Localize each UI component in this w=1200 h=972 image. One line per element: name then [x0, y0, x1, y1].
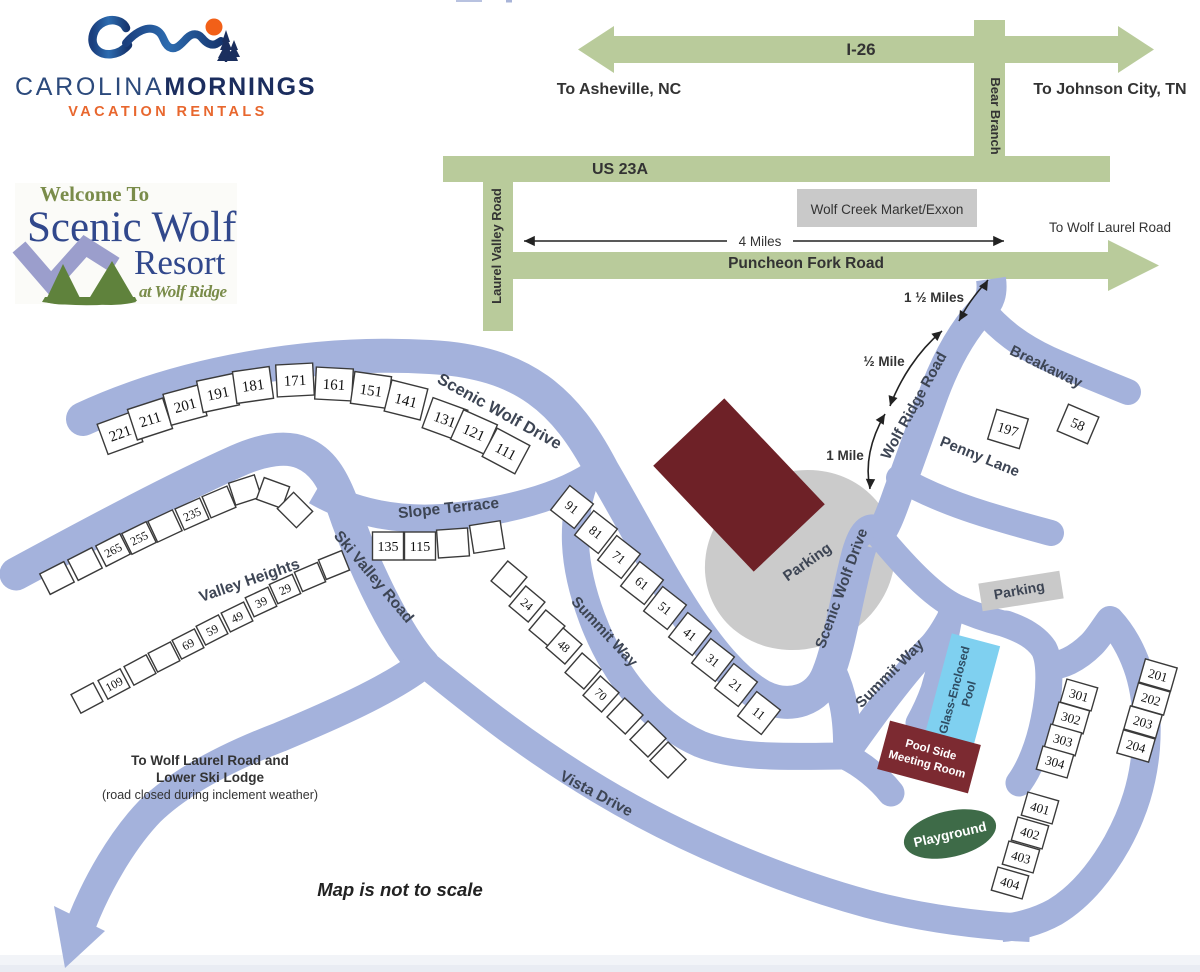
svg-text:58: 58	[1068, 416, 1087, 435]
svg-text:To Asheville, NC: To Asheville, NC	[557, 81, 682, 98]
svg-text:Puncheon Fork Road: Puncheon Fork Road	[728, 255, 884, 272]
svg-text:171: 171	[283, 373, 306, 390]
svg-text:Bear Branch: Bear Branch	[988, 77, 1003, 154]
svg-text:135: 135	[378, 540, 399, 555]
svg-text:402: 402	[1019, 823, 1042, 843]
svg-text:Wolf Creek Market/Exxon: Wolf Creek Market/Exxon	[811, 202, 964, 217]
svg-text:29: 29	[277, 580, 294, 598]
svg-text:201: 201	[172, 396, 198, 417]
svg-text:235: 235	[181, 504, 203, 524]
svg-text:Scenic Wolf: Scenic Wolf	[27, 204, 237, 251]
svg-text:4 Miles: 4 Miles	[739, 234, 782, 249]
svg-text:Pool: Pool	[959, 679, 979, 708]
svg-text:Welcome To: Welcome To	[40, 182, 149, 206]
svg-text:221: 221	[107, 423, 134, 446]
svg-text:301: 301	[1068, 685, 1091, 705]
svg-text:(road closed during inclement: (road closed during inclement weather)	[102, 788, 318, 802]
svg-text:201: 201	[1147, 665, 1170, 685]
svg-text:304: 304	[1044, 752, 1067, 772]
svg-text:69: 69	[180, 635, 197, 653]
svg-text:1 ½ Miles: 1 ½ Miles	[904, 290, 964, 305]
svg-text:202: 202	[1140, 689, 1163, 709]
svg-text:141: 141	[393, 391, 419, 412]
svg-text:To Wolf Laurel Road: To Wolf Laurel Road	[1049, 220, 1171, 235]
svg-text:US 23A: US 23A	[592, 161, 648, 178]
svg-text:181: 181	[241, 377, 266, 396]
svg-text:49: 49	[229, 608, 246, 626]
svg-text:211: 211	[138, 409, 164, 431]
svg-text:To Wolf Laurel Road and: To Wolf Laurel Road and	[131, 753, 289, 768]
svg-text:203: 203	[1132, 712, 1155, 732]
svg-text:197: 197	[995, 420, 1019, 440]
svg-text:204: 204	[1125, 736, 1148, 756]
svg-text:59: 59	[204, 621, 221, 639]
svg-text:Lower Ski Lodge: Lower Ski Lodge	[156, 770, 265, 785]
svg-text:115: 115	[410, 540, 430, 555]
svg-text:302: 302	[1060, 708, 1083, 728]
svg-text:303: 303	[1052, 730, 1075, 750]
svg-text:Laurel Valley Road: Laurel Valley Road	[489, 188, 504, 304]
svg-text:VACATION RENTALS: VACATION RENTALS	[68, 104, 267, 120]
svg-text:Resort: Resort	[134, 243, 226, 282]
svg-text:161: 161	[322, 377, 345, 394]
svg-text:403: 403	[1010, 847, 1033, 867]
svg-text:1 Mile: 1 Mile	[826, 448, 864, 463]
svg-text:151: 151	[359, 382, 384, 401]
svg-text:I-26: I-26	[846, 40, 875, 59]
svg-text:131: 131	[431, 409, 458, 432]
svg-text:404: 404	[999, 873, 1022, 893]
svg-text:½ Mile: ½ Mile	[863, 354, 905, 369]
svg-text:To Johnson City, TN: To Johnson City, TN	[1033, 81, 1186, 98]
svg-text:39: 39	[253, 593, 270, 611]
svg-text:191: 191	[206, 384, 231, 404]
svg-text:Map is not to scale: Map is not to scale	[317, 879, 483, 900]
svg-text:401: 401	[1029, 798, 1052, 818]
svg-text:CAROLINAMORNINGS: CAROLINAMORNINGS	[15, 73, 316, 101]
svg-text:at Wolf Ridge: at Wolf Ridge	[139, 282, 227, 301]
